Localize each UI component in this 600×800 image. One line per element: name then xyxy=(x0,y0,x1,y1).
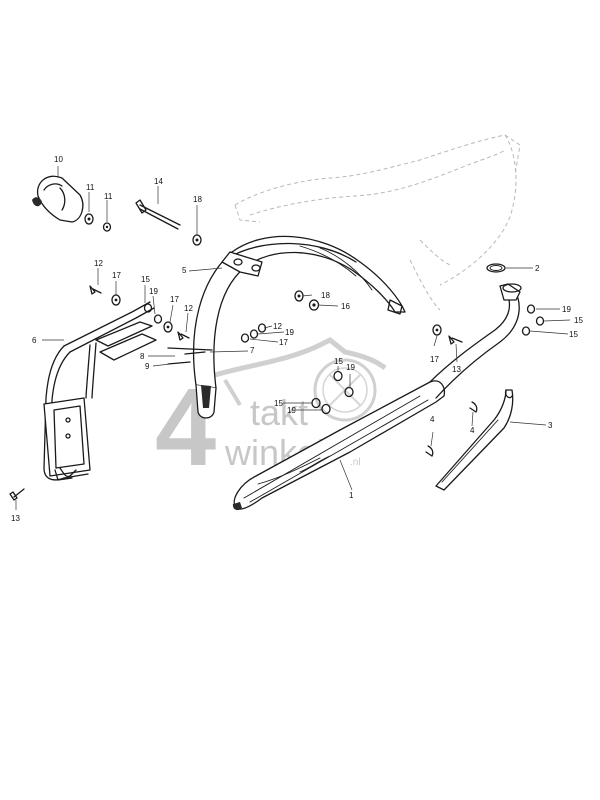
part-13-bolt xyxy=(9,488,25,501)
part-6-carrier xyxy=(43,301,157,481)
callout-17b: 17 xyxy=(170,295,179,304)
callout-13: 13 xyxy=(11,514,20,523)
callout-12d: 13 xyxy=(452,365,461,374)
part-10-lamp xyxy=(32,175,84,223)
frame-outline xyxy=(234,134,521,311)
callout-labels: 10 11 11 14 18 5 18 16 12 17 15 19 17 12… xyxy=(11,155,583,523)
part-5-rear-fender xyxy=(193,235,406,419)
callout-3: 3 xyxy=(548,421,553,430)
callout-19b: 19 xyxy=(285,328,294,337)
part-11-washers xyxy=(84,213,112,232)
callout-4b: 4 xyxy=(470,426,475,435)
callout-7: 7 xyxy=(250,346,255,355)
callout-15c: 15 xyxy=(569,330,578,339)
callout-2: 2 xyxy=(535,264,540,273)
part-16-nut xyxy=(308,299,320,311)
leader-lines xyxy=(15,166,571,510)
callout-11a: 11 xyxy=(86,183,95,192)
callout-4a: 4 xyxy=(430,415,435,424)
part-7-8-9-pins xyxy=(167,347,213,365)
callout-11b: 11 xyxy=(104,192,113,201)
callout-12c: 12 xyxy=(273,322,282,331)
callout-10: 10 xyxy=(54,155,63,164)
callout-5: 5 xyxy=(182,266,187,275)
part-17-washers xyxy=(111,294,442,343)
callout-18b: 18 xyxy=(321,291,330,300)
part-1-muffler xyxy=(232,283,522,511)
callout-17d: 17 xyxy=(430,355,439,364)
callout-18a: 18 xyxy=(193,195,202,204)
callout-19a: 19 xyxy=(149,287,158,296)
callout-16: 16 xyxy=(341,302,350,311)
callout-9: 9 xyxy=(145,362,150,371)
callout-12b: 12 xyxy=(184,304,193,313)
callout-17a: 17 xyxy=(112,271,121,280)
callout-15d: 15 xyxy=(334,357,343,366)
watermark-line1: takt xyxy=(250,392,308,433)
part-3-heat-shield xyxy=(435,389,514,491)
callout-17c: 17 xyxy=(279,338,288,347)
callout-15a: 15 xyxy=(141,275,150,284)
callout-15b: 15 xyxy=(574,316,583,325)
part-12-bolts xyxy=(89,285,463,345)
part-14-bolt xyxy=(135,199,181,230)
callout-19c: 19 xyxy=(562,305,571,314)
callout-12a: 12 xyxy=(94,259,103,268)
watermark-suffix: .nl xyxy=(350,457,361,468)
callout-15e: 15 xyxy=(274,399,283,408)
callout-14: 14 xyxy=(154,177,163,186)
callout-1: 1 xyxy=(349,491,354,500)
callout-6: 6 xyxy=(32,336,37,345)
callout-19e: 19 xyxy=(287,406,296,415)
callout-19d: 19 xyxy=(346,363,355,372)
part-4-clamps xyxy=(425,401,478,457)
callout-8: 8 xyxy=(140,352,145,361)
part-15-19-nuts xyxy=(143,303,545,415)
part-2-gasket xyxy=(486,263,506,273)
